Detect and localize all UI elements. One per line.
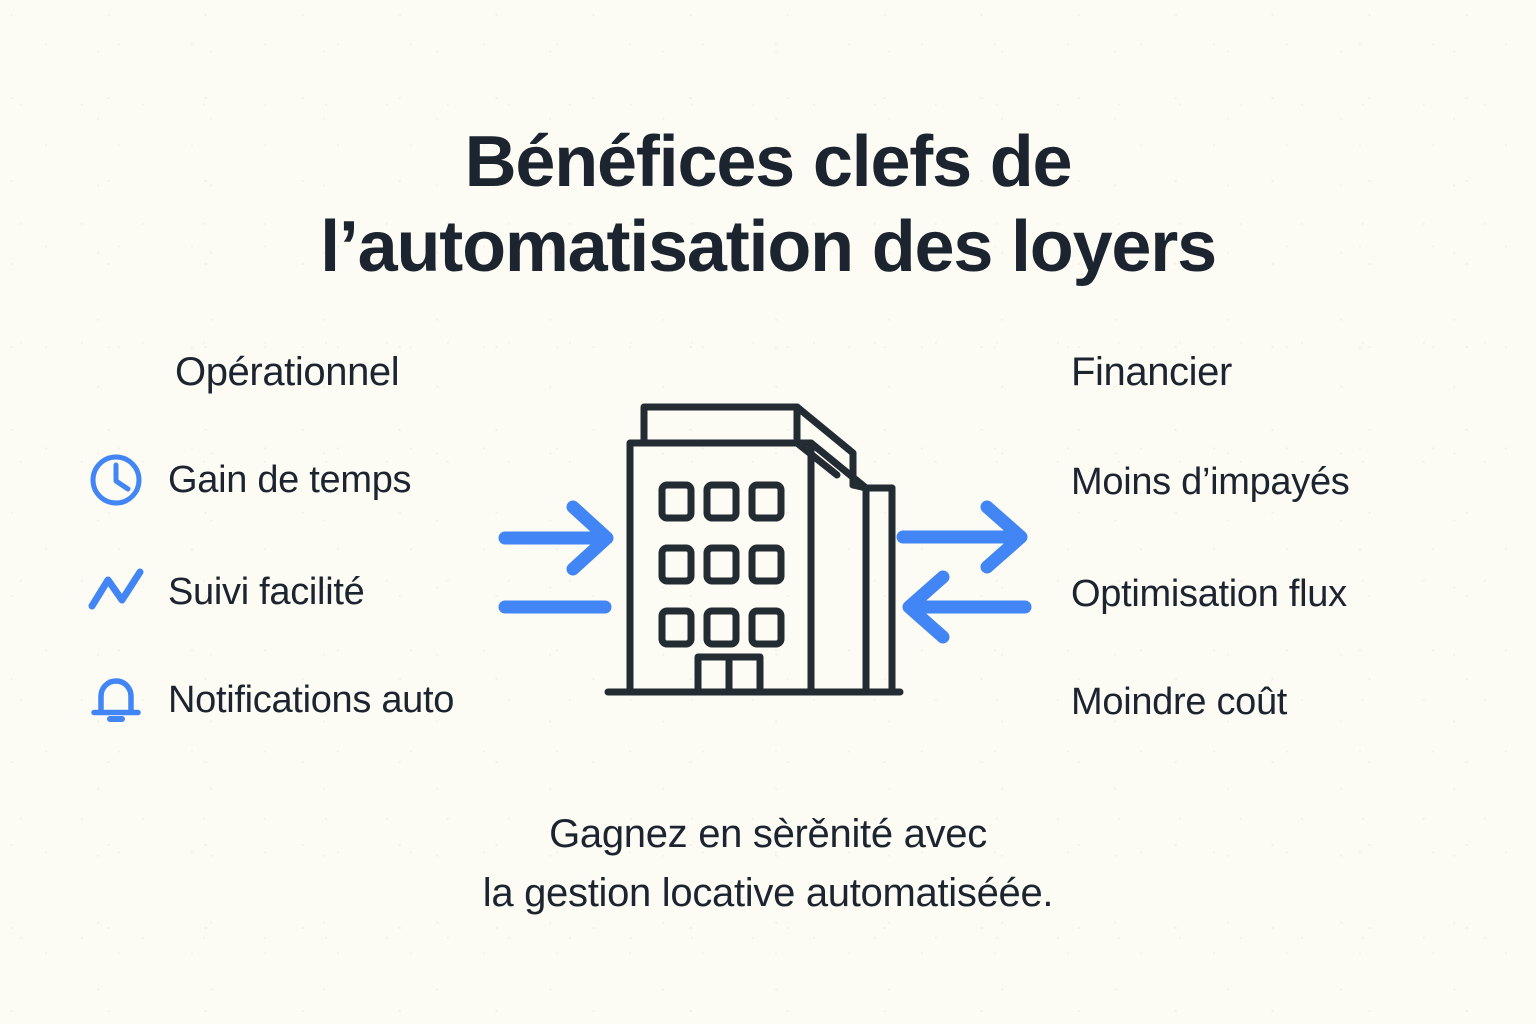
column-heading-operational: Opérationnel <box>175 350 400 394</box>
caption: Gagnez en sèrěnité avec la gestion locat… <box>0 805 1536 923</box>
page-title-line-1: Bénéfices clefs de <box>464 122 1073 203</box>
benefit-label: Gain de temps <box>168 459 412 501</box>
benefit-label: Notifications auto <box>168 679 455 721</box>
benefit-item-optimisation-flux: Optimisation flux <box>1071 562 1347 626</box>
arrow-group-left <box>495 495 640 635</box>
benefit-item-suivi-facilite: Suivi facilité <box>84 560 365 624</box>
apartment-building-icon <box>600 385 930 720</box>
benefit-item-moins-impayes: Moins d’impayés <box>1071 450 1350 514</box>
trend-line-icon <box>84 560 148 624</box>
benefit-item-notifications-auto: Notifications auto <box>84 668 454 732</box>
arrow-right-from-building <box>896 500 1028 574</box>
benefit-label: Suivi facilité <box>168 571 365 613</box>
caption-line-1: Gagnez en sèrěnité avec <box>549 812 987 856</box>
benefit-item-gain-de-temps: Gain de temps <box>84 448 412 512</box>
arrow-left-to-building <box>902 570 1032 644</box>
benefit-label: Optimisation flux <box>1071 573 1347 615</box>
page-title-line-2: l’automatisation des loyers <box>320 207 1217 288</box>
clock-icon <box>84 448 148 512</box>
benefit-label: Moindre coût <box>1071 681 1288 723</box>
page-title: Bénéfices clefs de l’automatisation des … <box>0 120 1536 290</box>
arrow-right-to-building <box>498 500 614 576</box>
column-heading-financial: Financier <box>1071 350 1232 394</box>
benefit-label: Moins d’impayés <box>1071 461 1350 503</box>
benefit-item-moindre-cout: Moindre coût <box>1071 670 1287 734</box>
arrow-group-right <box>895 495 1050 645</box>
bell-icon <box>84 668 148 732</box>
caption-line-2: la gestion locative automatiséée. <box>482 871 1054 916</box>
